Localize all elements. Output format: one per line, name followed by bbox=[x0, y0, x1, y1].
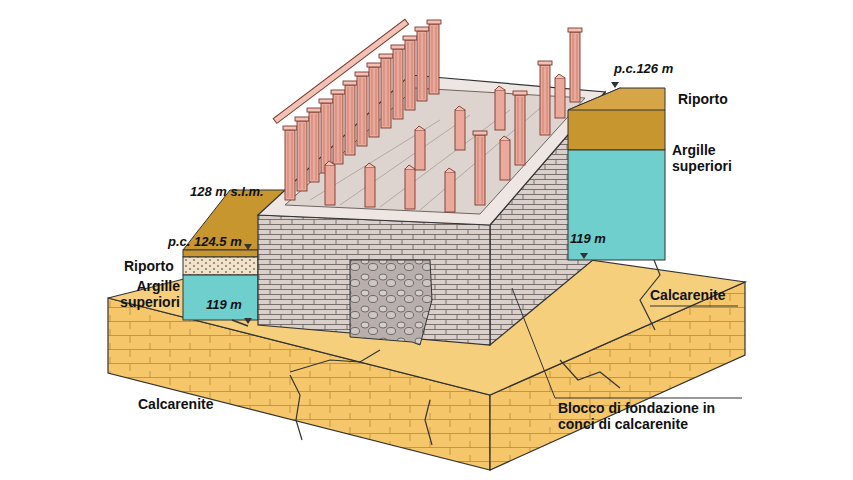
elevation-label: 128 m s.l.m. bbox=[190, 185, 264, 200]
layer-label: Riporto bbox=[678, 91, 728, 107]
foundation-label: Blocco di fondazione in conci di calcare… bbox=[558, 400, 748, 432]
layer-label: Riporto bbox=[124, 258, 174, 274]
elevation-label: p.c.126 m bbox=[614, 62, 673, 77]
elevation-label: 119 m bbox=[570, 232, 606, 247]
layer-label: Argille superiori bbox=[100, 278, 180, 310]
elevation-label: p.c. 124.5 m bbox=[168, 235, 242, 250]
layer-label: Calcarenite bbox=[138, 396, 213, 412]
layer-label: Calcarenite bbox=[650, 287, 725, 303]
elevation-label: 119 m bbox=[206, 298, 242, 313]
layer-label: Argille superiori bbox=[672, 142, 752, 174]
